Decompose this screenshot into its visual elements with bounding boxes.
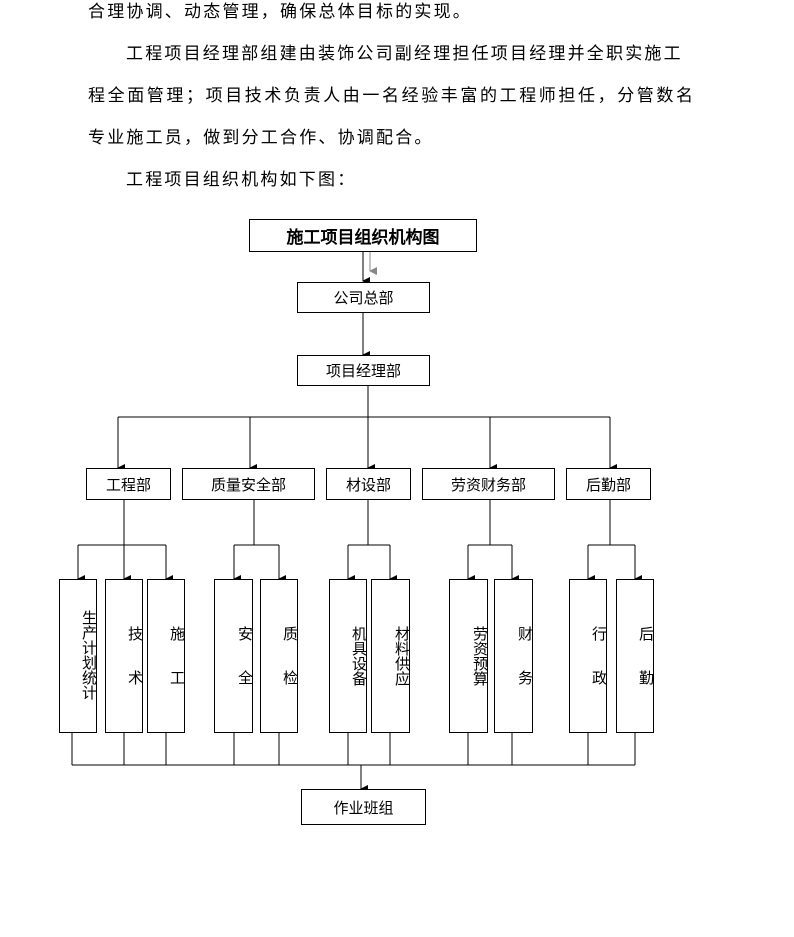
dept-logistics-node: 后勤部: [566, 468, 651, 500]
paragraph-2-line-2: 程全面管理；项目技术负责人由一名经验丰富的工程师担任，分管数名: [88, 86, 696, 106]
unit-administration-label: 行政: [590, 626, 608, 714]
unit-production-planning-node: 生产计划统计: [59, 579, 98, 733]
org-chart-title: 施工项目组织机构图: [249, 219, 477, 252]
unit-construction-label: 施工: [168, 626, 186, 714]
unit-safety-label: 安全: [236, 626, 254, 714]
unit-equipment-label: 机具设备: [350, 626, 368, 686]
paragraph-2-line-1: 工程项目经理部组建由装饰公司副经理担任项目经理并全职实施工: [126, 44, 683, 64]
project-manager-dept-node: 项目经理部: [297, 355, 430, 386]
work-team-node: 作业班组: [301, 789, 426, 825]
unit-finance-node: 财务: [494, 579, 534, 733]
company-hq-node: 公司总部: [297, 282, 430, 313]
paragraph-1: 合理协调、动态管理，确保总体目标的实现。: [88, 2, 472, 22]
paragraph-3: 工程项目组织机构如下图：: [126, 170, 357, 190]
unit-finance-label: 财务: [516, 626, 534, 714]
unit-quality-inspection-label: 质检: [281, 626, 299, 714]
dept-quality-safety-node: 质量安全部: [182, 468, 315, 500]
unit-material-supply-label: 材料供应: [393, 626, 411, 686]
unit-labor-budget-node: 劳资预算: [449, 579, 489, 733]
dept-engineering-node: 工程部: [86, 468, 171, 500]
unit-safety-node: 安全: [214, 579, 254, 733]
unit-logistics-node: 后勤: [616, 579, 655, 733]
unit-technology-label: 技术: [126, 626, 144, 714]
unit-logistics-label: 后勤: [637, 626, 655, 714]
unit-administration-node: 行政: [569, 579, 608, 733]
unit-equipment-node: 机具设备: [329, 579, 368, 733]
unit-quality-inspection-node: 质检: [260, 579, 299, 733]
dept-labor-finance-node: 劳资财务部: [422, 468, 555, 500]
unit-technology-node: 技术: [105, 579, 144, 733]
dept-materials-node: 材设部: [326, 468, 411, 500]
unit-labor-budget-label: 劳资预算: [471, 626, 489, 686]
unit-construction-node: 施工: [147, 579, 186, 733]
unit-production-planning-label: 生产计划统计: [80, 610, 98, 700]
unit-material-supply-node: 材料供应: [371, 579, 411, 733]
paragraph-2-line-3: 专业施工员，做到分工合作、协调配合。: [88, 128, 434, 148]
